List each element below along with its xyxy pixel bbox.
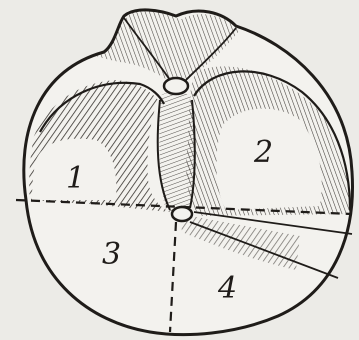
- region-4-label: 4: [217, 271, 237, 306]
- region-1-label: 1: [66, 161, 85, 196]
- lower-foramen: [172, 207, 192, 221]
- region-2-label: 2: [253, 135, 273, 170]
- upper-foramen: [164, 78, 188, 94]
- region-3-label: 3: [102, 237, 121, 272]
